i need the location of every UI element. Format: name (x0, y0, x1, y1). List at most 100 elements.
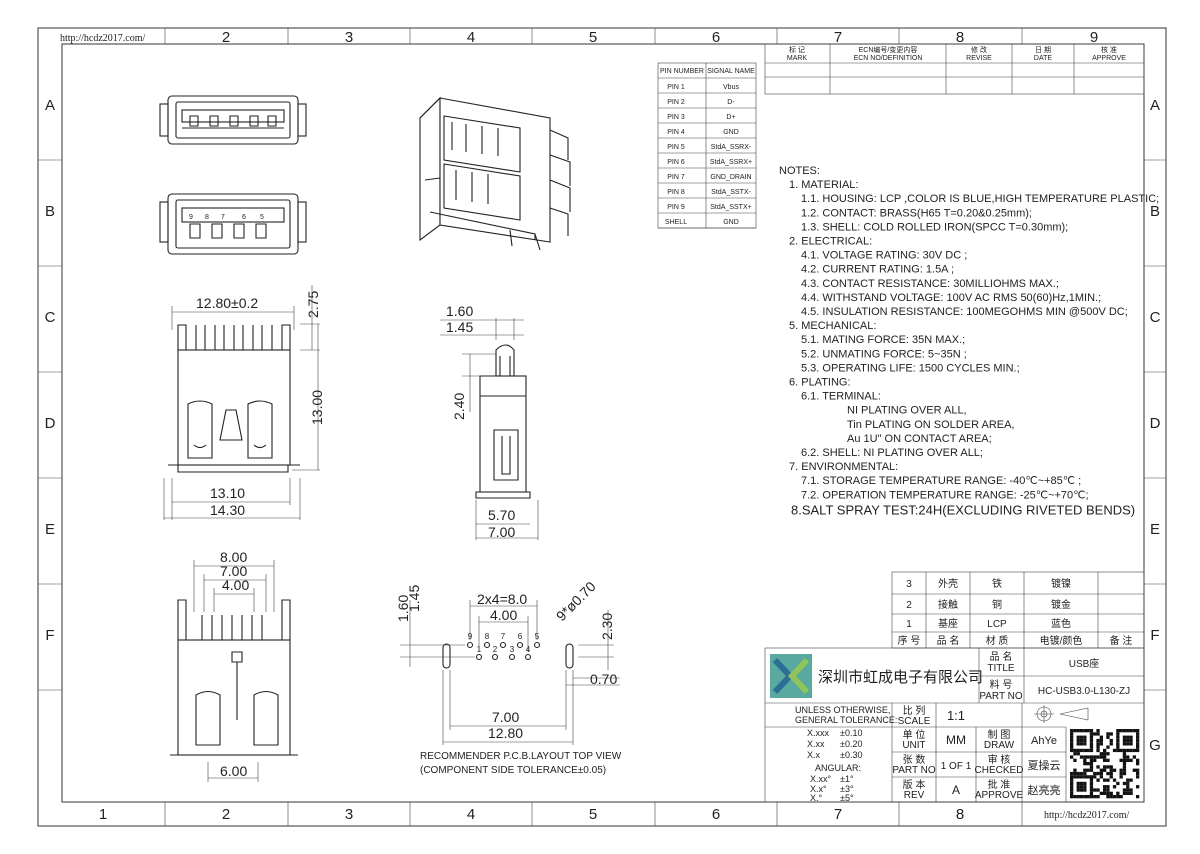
top-zone-dividers (164, 28, 1023, 44)
angular-key: X.x° (810, 784, 827, 794)
sheet-label-cn: 张 数 (903, 753, 926, 766)
svg-text:7: 7 (221, 214, 225, 221)
dim-4-00: 4.00 (222, 577, 249, 593)
zone-letter: D (45, 415, 56, 432)
pcb-caption-line: RECOMMENDER P.C.B.LAYOUT TOP VIEW (420, 751, 622, 762)
pcb-dimensions (400, 600, 620, 745)
note-line: 4.2. CURRENT RATING: 1.5A ; (801, 264, 954, 276)
narrow-view-dimensions (440, 318, 539, 540)
zone-letter: E (45, 521, 55, 538)
note-line: 1.1. HOUSING: LCP ,COLOR IS BLUE,HIGH TE… (801, 193, 1159, 205)
dim-7-00: 7.00 (488, 524, 515, 540)
note-line: 8.SALT SPRAY TEST:24H(EXCLUDING RIVETED … (791, 502, 1135, 517)
bom-cell: 1 (906, 619, 912, 630)
zone-number: 1 (99, 806, 107, 823)
signal-name-cell: StdA_SSRX+ (710, 159, 752, 166)
pin-number: 8 (485, 632, 490, 641)
zone-number: 2 (222, 806, 230, 823)
zone-number: 6 (712, 806, 720, 823)
left-zone-letters: A B C D E F (45, 97, 56, 644)
bottom-zone-dividers (164, 802, 1023, 826)
svg-text:8: 8 (205, 214, 209, 221)
pin-number: 3 (510, 645, 515, 654)
pin-number-cell: PIN 8 (667, 189, 685, 196)
draw-label-cn: 制 图 (988, 728, 1011, 741)
zone-letter: E (1150, 521, 1160, 538)
dim-2-75: 2.75 (305, 291, 321, 318)
unit-label-cn: 单 位 (903, 728, 926, 741)
unit-value: MM (946, 733, 966, 747)
scale-label-en: SCALE (898, 716, 931, 727)
dim-1-60: 1.60 (395, 595, 411, 622)
rev-header-cn: 修 改 (971, 45, 987, 54)
rev-header-en: REVISE (966, 55, 992, 62)
rev-header-en: MARK (787, 55, 808, 62)
zone-number: 3 (345, 29, 353, 46)
zone-letter: B (1150, 203, 1160, 220)
dim-12-80: 12.80 (488, 725, 523, 741)
zone-letter: A (1150, 97, 1160, 114)
rev-header-en: DATE (1034, 55, 1052, 62)
bom-cell: 外壳 (938, 577, 958, 590)
dim-2x4: 2x4=8.0 (477, 591, 527, 607)
dim-13-00: 13.00 (309, 390, 325, 425)
tol-value: ±0.10 (840, 728, 862, 738)
title-block (764, 647, 1145, 803)
checked-value: 夏操云 (1028, 758, 1061, 772)
right-zone-letters: A B C D E F G (1149, 97, 1161, 754)
side-view-dimension-text: 12.80±0.2 2.75 13.00 13.10 14.30 (196, 291, 325, 518)
rev-value: A (952, 783, 960, 797)
bom-cell: 镀镍 (1051, 577, 1071, 590)
lower-side-view-dimension-text: 8.00 7.00 4.00 6.00 (220, 549, 249, 779)
tolerance-line: GENERAL TOLERANCE: (795, 715, 897, 725)
pin-table-header: PIN NUMBER (660, 68, 704, 75)
note-line: Au 1U" ON CONTACT AREA; (847, 433, 992, 445)
rev-header-en: ECN NO/DEFINITION (854, 55, 923, 62)
pin-number-cell: PIN 3 (667, 114, 685, 121)
pin-number: 6 (518, 632, 523, 641)
zone-number: 7 (834, 29, 842, 46)
pcb-caption: RECOMMENDER P.C.B.LAYOUT TOP VIEW (COMPO… (420, 751, 622, 776)
bottom-zone-numbers: 1 2 3 4 5 6 7 8 (99, 806, 964, 823)
note-line: Tin PLATING ON SOLDER AREA, (847, 419, 1015, 431)
signal-name-cell: StdA_SSTX- (711, 189, 751, 196)
dim-holes: 9*ø0.70 (553, 578, 599, 624)
approve-value: 赵亮亮 (1028, 783, 1061, 797)
zone-letter: C (45, 309, 56, 326)
checked-label-cn: 审 核 (988, 753, 1011, 766)
company-logo (770, 654, 812, 698)
note-line: 7.2. OPERATION TEMPERATURE RANGE: -25℃~+… (801, 489, 1089, 501)
signal-name-cell: GND (723, 219, 739, 226)
url-label-bottom[interactable]: http://hcdz2017.com/ (1044, 810, 1129, 821)
signal-name-cell: GND (723, 129, 739, 136)
zone-letter: F (1150, 627, 1159, 644)
zone-number: 3 (345, 806, 353, 823)
part-value: HC-USB3.0-L130-ZJ (1038, 686, 1130, 697)
revision-table: 标 记 MARK ECN编号/变更内容 ECN NO/DEFINITION 修 … (764, 43, 1145, 95)
company-name: 深圳市虹成电子有限公司 (818, 669, 983, 686)
qr-code-icon[interactable] (1070, 729, 1140, 799)
title-label-en: TITLE (987, 663, 1015, 674)
rev-header-cn: 核 准 (1101, 45, 1117, 54)
tol-value: ±0.30 (840, 750, 862, 760)
rev-header-cn: 日 期 (1035, 46, 1051, 54)
pcb-dimension-text: 1.60 1.45 2x4=8.0 4.00 9*ø0.70 2.30 0.70… (395, 578, 617, 741)
pin-number-cell: PIN 9 (667, 204, 685, 211)
note-line: NI PLATING OVER ALL, (847, 405, 967, 417)
dim-2-30: 2.30 (599, 613, 615, 640)
pin-number-cell: PIN 6 (667, 159, 685, 166)
signal-name-cell: StdA_SSRX- (711, 144, 752, 151)
bom-header: 序 号 (898, 634, 921, 647)
zone-number: 8 (956, 29, 964, 46)
pin-table-header: SIGNAL NAME (707, 68, 755, 75)
title-block-text: 品 名 TITLE USB座 料 号 PART NO HC-USB3.0-L13… (892, 650, 1130, 801)
bom-cell: 铜 (992, 599, 1002, 611)
url-label-top[interactable]: http://hcdz2017.com/ (60, 33, 145, 44)
zone-number: 6 (712, 29, 720, 46)
note-line: 7. ENVIRONMENTAL: (789, 461, 898, 473)
svg-text:6: 6 (242, 214, 246, 221)
lower-side-view (170, 599, 298, 756)
bom-cell: 蓝色 (1051, 617, 1071, 630)
